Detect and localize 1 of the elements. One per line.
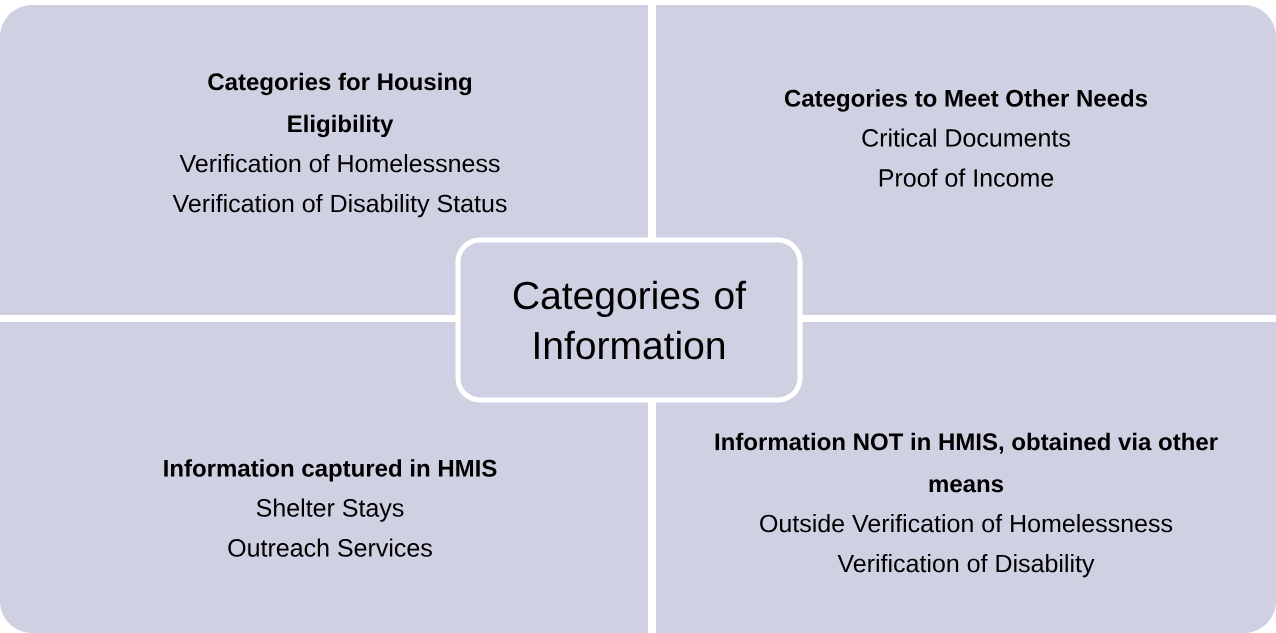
center-box: Categories of Information — [455, 237, 803, 403]
